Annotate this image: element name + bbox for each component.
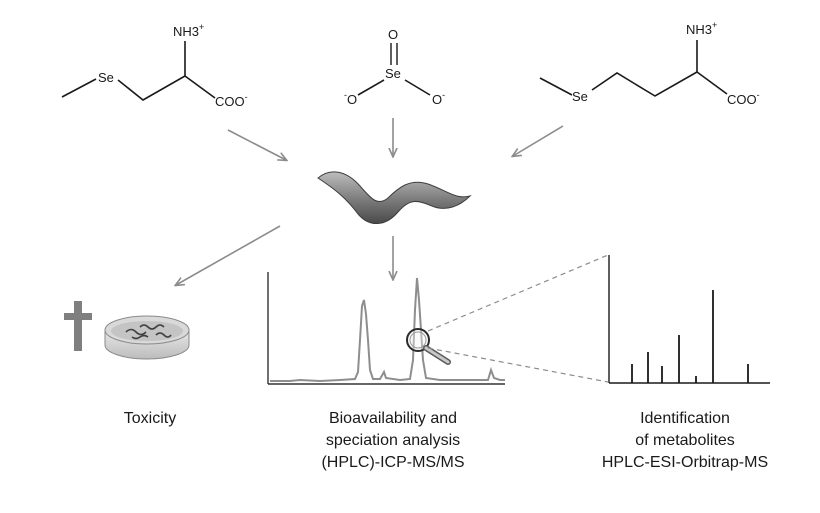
arrow-worm-to-toxicity [176, 225, 281, 285]
caption-toxicity: Toxicity [90, 408, 210, 430]
mass-spectrum [608, 255, 770, 384]
right-molecule: Se NH3+ COO- [539, 20, 760, 107]
center-selenium-label: Se [385, 66, 401, 81]
left-carboxylate-label: COO- [215, 92, 248, 109]
chromatogram-trace [270, 277, 505, 383]
right-amine-label: NH3+ [686, 20, 717, 37]
right-carboxylate-label: COO- [727, 90, 760, 107]
center-oxygen-left-label: -O [344, 90, 357, 107]
caption-bioavailability: Bioavailability and speciation analysis … [288, 408, 498, 474]
center-oxygen-top-label: O [388, 27, 398, 42]
right-selenium-label: Se [572, 89, 588, 104]
caption-line: (HPLC)-ICP-MS/MS [321, 454, 465, 471]
worm-icon [317, 171, 472, 224]
center-oxygen-right-label: O- [432, 90, 445, 107]
chromatogram [267, 272, 505, 385]
caption-line: Bioavailability and [328, 410, 458, 427]
caption-line: HPLC-ESI-Orbitrap-MS [601, 454, 769, 471]
arrow-right-to-worm [513, 125, 564, 156]
caption-line: Identification [640, 410, 730, 427]
left-selenium-label: Se [98, 70, 114, 85]
zoom-line-bottom [427, 347, 609, 383]
petri-dish-icon [104, 315, 190, 360]
caption-identification: Identification of metabolites HPLC-ESI-O… [565, 408, 805, 474]
center-molecule: O Se -O O- [344, 27, 445, 107]
cross-icon [64, 301, 92, 351]
arrow-left-to-worm [227, 129, 286, 160]
caption-line: speciation analysis [325, 432, 461, 449]
magnifier-icon [406, 328, 451, 365]
zoom-line-top [427, 254, 609, 332]
caption-line: Toxicity [123, 410, 177, 427]
caption-line: of metabolites [635, 432, 735, 449]
left-molecule: Se NH3+ COO- [61, 22, 248, 109]
left-amine-label: NH3+ [173, 22, 204, 39]
